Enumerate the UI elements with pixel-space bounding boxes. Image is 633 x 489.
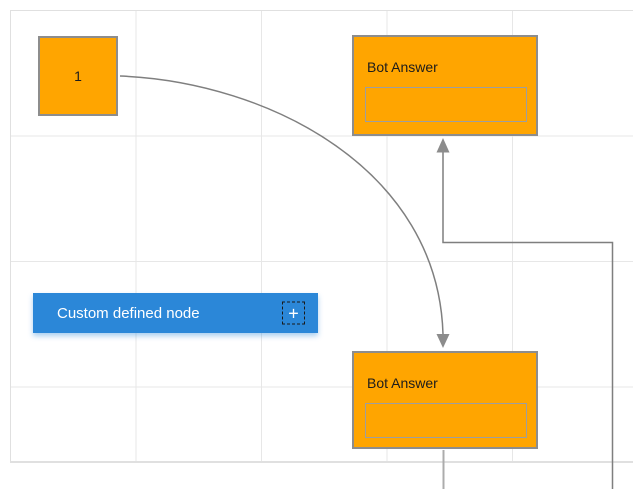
- node-bot-answer-top[interactable]: Bot Answer: [352, 35, 538, 136]
- add-plus-icon[interactable]: +: [282, 301, 305, 325]
- node-input-box[interactable]: [365, 403, 527, 438]
- node-custom-defined[interactable]: Custom defined node +: [33, 293, 318, 333]
- node-bot-answer-bottom[interactable]: Bot Answer: [352, 351, 538, 449]
- node-input-box[interactable]: [365, 87, 527, 122]
- arrow-up-icon: [436, 138, 450, 153]
- node-custom-label: Custom defined node: [57, 304, 200, 322]
- node-start[interactable]: 1: [38, 36, 118, 116]
- node-title: Bot Answer: [367, 375, 438, 391]
- connector-elbow[interactable]: [442, 152, 614, 489]
- node-title: Bot Answer: [367, 59, 438, 75]
- node-start-label: 1: [74, 68, 82, 84]
- arrow-down-icon: [436, 334, 450, 348]
- connector-curve[interactable]: [119, 75, 444, 335]
